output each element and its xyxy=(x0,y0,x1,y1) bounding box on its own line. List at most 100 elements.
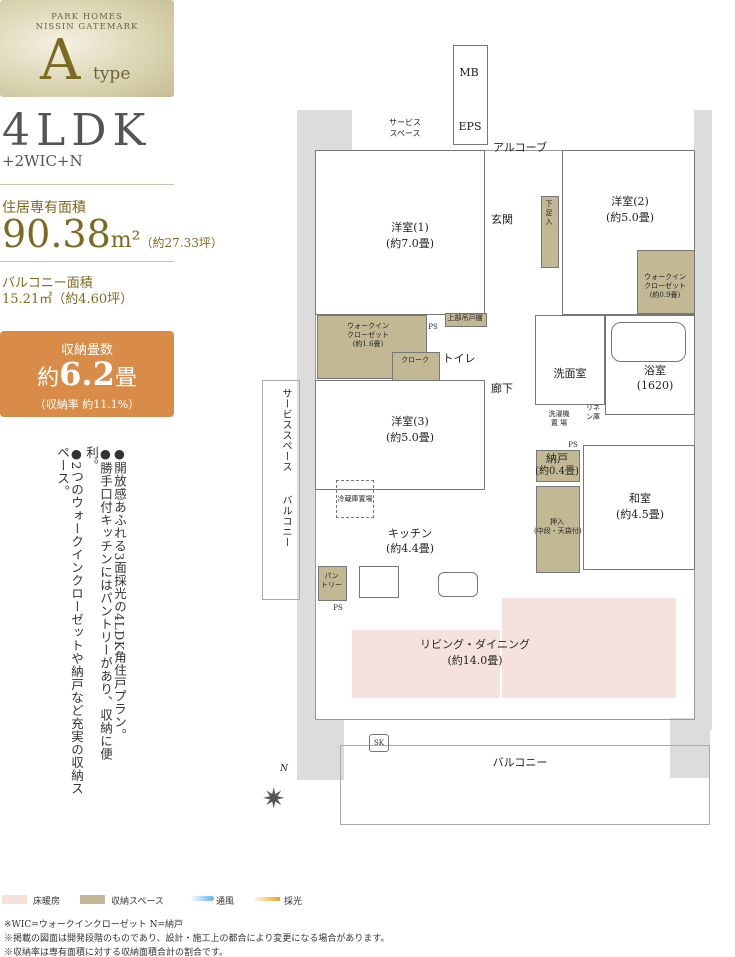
label-living-size: (約14.0畳) xyxy=(447,654,503,667)
floor-heating-zone xyxy=(502,598,676,698)
label-entrance: 玄関 xyxy=(491,213,513,226)
label-room1-size: (約7.0畳) xyxy=(385,237,435,250)
label-room2: 洋室(2) xyxy=(611,195,649,208)
private-area-value: 90.38 xyxy=(2,212,111,256)
wall-west xyxy=(297,110,315,730)
wic-2 xyxy=(637,250,695,314)
washroom xyxy=(535,315,605,405)
label-room2-size: (約5.0畳) xyxy=(605,211,655,224)
label-cloak: クローク xyxy=(401,356,429,364)
legend-floor-heating: 床暖房 xyxy=(33,897,61,907)
wall-corner xyxy=(670,718,710,778)
compass-icon: ✷ xyxy=(262,782,286,815)
private-area-tsubo: （約27.33坪） xyxy=(140,236,223,250)
storage-value: 6.2 xyxy=(59,355,115,393)
room-1 xyxy=(315,150,485,315)
label-ps: PS xyxy=(428,323,438,331)
sink xyxy=(438,572,478,597)
feature-3: ●2つのウォークインクローゼットや納戸など充実の収納スペース。 xyxy=(55,446,84,795)
balcony-area-value: 15.21㎡（約4.60坪） xyxy=(2,292,134,307)
pantry xyxy=(318,566,347,601)
oshiire xyxy=(536,486,580,573)
label-washitsu: 和室 xyxy=(629,492,651,505)
legend-ventilation: 通風 xyxy=(216,897,235,907)
type-word: type xyxy=(93,64,131,84)
label-washroom: 洗面室 xyxy=(553,367,587,380)
label-upper-cabinet: 上部吊戸棚 xyxy=(447,314,483,322)
label-alcove: アルコーブ xyxy=(492,141,547,154)
cooktop xyxy=(359,566,399,598)
wall-corner xyxy=(297,720,344,780)
note-3: ※収納率は専有面積に対する収納面積合計の割合です。 xyxy=(4,948,229,957)
label-washer-space: 洗濯機 置 場 xyxy=(548,410,570,427)
storage-unit: 畳 xyxy=(114,366,137,391)
label-wic1: ウォークイン クローゼット (約1.6畳) xyxy=(347,322,389,348)
label-bath-size: (1620) xyxy=(636,379,674,392)
label-ps-3: PS xyxy=(333,604,343,612)
storage-label: 収納畳数 xyxy=(60,343,113,358)
brand-name: PARK HOMES NISSIN GATEMARK xyxy=(35,12,139,32)
label-north: N xyxy=(280,764,288,774)
label-eps: EPS xyxy=(458,120,482,133)
note-2: ※掲載の図面は開発段階のものであり、設計・施工上の都合により変更になる場合があり… xyxy=(4,934,390,944)
storage-swatch xyxy=(80,895,105,904)
label-ps-2: PS xyxy=(568,441,578,449)
label-wic2: ウォークイン クローゼット (約0.9畳) xyxy=(644,273,686,299)
label-linen: リネン庫 xyxy=(586,404,600,421)
mb-eps-block xyxy=(453,45,488,145)
legend-daylight: 採光 xyxy=(284,897,303,907)
label-room3-size: (約5.0畳) xyxy=(385,431,435,444)
wall-east xyxy=(694,110,712,730)
side-balcony xyxy=(262,380,300,600)
feature-1: ●開放感あふれる3面採光の4LDK角住戸プラン。 xyxy=(112,446,127,742)
private-area-label: 住居専有面積 xyxy=(2,200,86,216)
label-shoe-cabinet: 下足入 xyxy=(545,200,553,226)
label-hall: 廊下 xyxy=(491,382,513,395)
sk-box xyxy=(369,734,389,752)
divider xyxy=(0,261,174,262)
room-2 xyxy=(562,150,695,315)
storeroom xyxy=(536,450,580,482)
note-1: ※WIC=ウォークインクローゼット N=納戸 xyxy=(4,920,184,930)
ventilation-icon xyxy=(190,896,214,901)
divider xyxy=(0,184,174,185)
label-room3: 洋室(3) xyxy=(391,415,429,428)
label-mb: MB xyxy=(459,66,479,79)
upper-cabinet xyxy=(445,313,487,327)
label-side-balcony: バルコニー xyxy=(280,495,291,548)
fridge-space xyxy=(336,480,374,518)
label-bath: 浴室 xyxy=(644,364,666,377)
type-letter: A xyxy=(40,28,81,93)
layout-subtitle: +2WIC+N xyxy=(2,152,83,170)
cloak xyxy=(392,352,440,381)
bathtub xyxy=(611,322,686,362)
label-kitchen: キッチン xyxy=(388,527,432,540)
shoe-cabinet xyxy=(541,196,559,268)
feature-2: ●勝手口付キッチンにはパントリーがあり、収納に便利。 xyxy=(84,446,113,761)
label-room1: 洋室(1) xyxy=(391,221,429,234)
legend-storage: 収納スペース xyxy=(111,897,164,907)
label-washitsu-size: (約4.5畳) xyxy=(615,508,665,521)
label-toilet: トイレ xyxy=(442,352,476,365)
label-pantry: パン トリー xyxy=(321,572,342,589)
storage-prefix: 約 xyxy=(37,366,60,391)
type-logo: PARK HOMES NISSIN GATEMARK A type xyxy=(0,0,174,97)
label-storeroom: 納戸 xyxy=(546,452,568,465)
floor-heating-zone xyxy=(352,630,500,698)
label-sk: SK xyxy=(373,739,385,747)
balcony-area-label: バルコニー面積 xyxy=(2,276,93,291)
balcony-area xyxy=(340,745,710,825)
storage-badge: 収納畳数 約6.2畳 （収納率 約11.1%） xyxy=(0,331,174,417)
washitsu xyxy=(583,445,695,570)
daylight-icon xyxy=(252,897,280,901)
floor-heating-swatch xyxy=(2,895,27,904)
label-service-space: サービス スペース xyxy=(389,118,421,138)
label-living-dining: リビング・ダイニング xyxy=(420,638,530,651)
label-kitchen-size: (約4.4畳) xyxy=(385,542,435,555)
label-oshiire: 押入 (中段・天袋付) xyxy=(534,518,582,535)
label-balcony: バルコニー xyxy=(492,756,548,769)
layout-title: 4LDK xyxy=(2,105,152,156)
storage-ratio: （収納率 約11.1%） xyxy=(34,398,140,411)
private-area-unit: m² xyxy=(110,228,141,253)
